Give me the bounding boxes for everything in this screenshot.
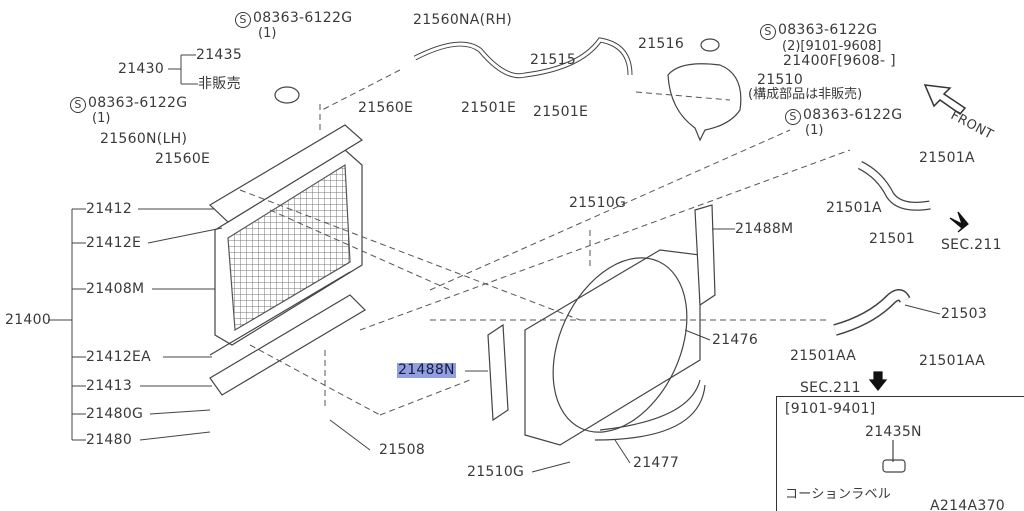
fan-shroud [524,249,706,446]
part-label-21400[interactable]: 21400 [5,312,52,328]
seal-left [487,323,509,422]
part-label-21400F[interactable]: 21400F[9608- ] [783,53,896,69]
seal-right [694,204,716,307]
caution-label-drawing [882,459,906,473]
quantity-text: (1) [805,123,824,138]
part-label-21510G[interactable]: 21510G [467,464,525,480]
quantity-text: (2)[9101-9608] [782,39,882,54]
lower-tank [209,294,366,396]
part-label-21503[interactable]: 21503 [941,306,988,322]
part-label-21480G[interactable]: 21480G [86,406,144,422]
upper-tank [209,124,364,223]
tank-note-text: (構成部品は非販売) [748,87,863,102]
part-label-21508[interactable]: 21508 [379,442,426,458]
part-number: 08363-6122G [88,95,188,111]
part-label-21560E[interactable]: 21560E [358,100,414,116]
inset-caption: コーションラベル [785,487,892,502]
part-label-21476[interactable]: 21476 [712,332,759,348]
part-number: 08363-6122G [778,22,878,38]
section-ref-link[interactable]: SEC.211 [800,380,861,396]
part-label-21560NA[interactable]: 21560NA(RH) [413,12,513,28]
part-label-21515[interactable]: 21515 [530,52,577,68]
part-label-21501AA[interactable]: 21501AA [919,353,986,369]
sec-arrow-upper-icon [949,211,969,233]
part-number: 08363-6122G [253,10,353,26]
part-label-21435N[interactable]: 21435N [865,424,922,440]
part-label-21501AA[interactable]: 21501AA [790,348,857,364]
part-label-21510G[interactable]: 21510G [569,195,627,211]
part-label-21501A[interactable]: 21501A [919,150,975,166]
quantity-text: (1) [92,111,111,126]
part-label-21412E[interactable]: 21412E [86,235,142,251]
part-label-21501A[interactable]: 21501A [826,200,882,216]
part-label-21501[interactable]: 21501 [869,231,916,247]
part-label-21560N[interactable]: 21560N(LH) [100,131,188,147]
part-label-21501E[interactable]: 21501E [461,100,517,116]
part-label-21430[interactable]: 21430 [118,61,165,77]
part-label-21412[interactable]: 21412 [86,201,133,217]
inset-date-range: [9101-9401] [785,401,876,417]
quantity-text: (1) [258,26,277,41]
part-label-21412EA[interactable]: 21412EA [86,349,152,365]
screw-symbol-icon: S [785,109,801,125]
part-label-21477[interactable]: 21477 [633,455,680,471]
part-label-21408M[interactable]: 21408M [86,281,145,297]
not-sold-text: 非販売 [198,76,241,92]
section-ref-link[interactable]: SEC.211 [941,237,1002,253]
part-number: 08363-6122G [803,107,903,123]
part-label-21488N-highlighted[interactable]: 21488N [397,362,456,378]
radiator-cap-drawing [274,86,300,104]
inset-box [776,396,1024,511]
tank-cap-drawing [700,38,720,52]
reservoir-tank [667,63,742,142]
screw-symbol-icon: S [70,97,86,113]
part-label-21516[interactable]: 21516 [638,36,685,52]
part-label-21560E[interactable]: 21560E [155,151,211,167]
front-arrow-icon [923,84,967,116]
screw-symbol-icon: S [235,12,251,28]
part-label-21501E[interactable]: 21501E [533,104,589,120]
part-label-21510[interactable]: 21510 [757,72,804,88]
part-label-21435[interactable]: 21435 [196,47,243,63]
part-label-21413[interactable]: 21413 [86,378,133,394]
diagram-code: A214A370 [930,498,1005,511]
part-label-21480[interactable]: 21480 [86,432,133,448]
sec-arrow-lower-icon [868,371,888,391]
part-label-21488M[interactable]: 21488M [735,221,794,237]
screw-symbol-icon: S [760,24,776,40]
